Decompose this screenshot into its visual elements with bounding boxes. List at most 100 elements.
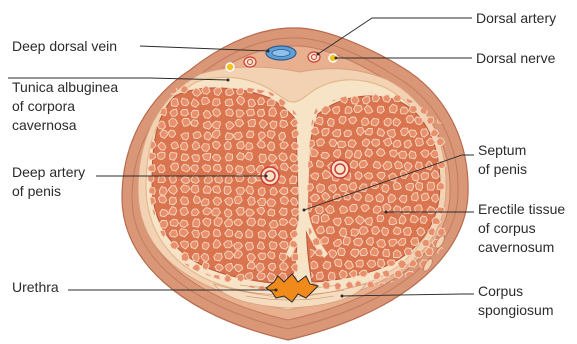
erectile-cell: [213, 164, 221, 171]
erectile-cell: [181, 109, 189, 116]
erectile-cell: [258, 231, 266, 239]
erectile-cell: [213, 186, 221, 194]
erectile-cell: [315, 206, 323, 214]
erectile-cell: [291, 142, 299, 149]
leader-dot: [385, 211, 388, 214]
erectile-cell: [350, 204, 358, 211]
dorsal-artery-left: [244, 57, 256, 67]
erectile-cell: [191, 110, 199, 118]
erectile-cell: [281, 163, 289, 171]
erectile-cell: [158, 176, 166, 183]
leader-dot: [275, 289, 278, 292]
leader-dot: [303, 209, 306, 212]
erectile-cell: [337, 141, 346, 148]
erectile-cell: [191, 176, 199, 184]
label-corpus-spongiosum-line2: spongiosum: [478, 302, 554, 318]
erectile-cell: [191, 120, 198, 127]
dorsal-nerve-left: [226, 63, 234, 71]
label-deep-artery-line2: of penis: [12, 183, 61, 199]
erectile-cell: [434, 283, 441, 291]
erectile-cell: [169, 197, 176, 205]
erectile-cell: [280, 110, 288, 117]
erectile-cell: [226, 89, 234, 96]
erectile-cell: [404, 248, 412, 256]
erectile-cell: [334, 259, 341, 267]
erectile-cell: [439, 271, 446, 280]
erectile-cell: [321, 214, 329, 222]
erectile-cell: [414, 205, 422, 213]
erectile-cell: [149, 187, 156, 195]
leader-dot: [341, 295, 344, 298]
erectile-cell: [345, 107, 352, 114]
erectile-cell: [382, 95, 390, 103]
deep-dorsal-vein: [266, 46, 296, 60]
erectile-cell: [279, 153, 288, 161]
label-dorsal-nerve: Dorsal nerve: [476, 50, 556, 66]
erectile-cell: [148, 76, 156, 84]
erectile-cell: [428, 228, 435, 236]
leader-dot: [227, 79, 230, 82]
erectile-cell: [421, 193, 429, 200]
erectile-cell: [148, 86, 155, 93]
erectile-cell: [181, 252, 189, 261]
label-septum-line1: Septum: [478, 142, 526, 158]
erectile-cell: [343, 237, 350, 246]
erectile-cell: [377, 240, 386, 248]
erectile-cell: [180, 197, 189, 205]
erectile-cell: [248, 119, 256, 126]
erectile-cell: [226, 165, 233, 173]
erectile-cell: [193, 219, 200, 227]
erectile-cell: [415, 162, 422, 170]
erectile-cell: [329, 139, 337, 146]
erectile-cell: [269, 242, 277, 250]
erectile-cell: [398, 151, 407, 159]
erectile-cell: [169, 230, 177, 237]
leader-dot: [317, 53, 320, 56]
erectile-cell: [246, 109, 254, 116]
erectile-cell: [257, 273, 266, 280]
erectile-cell: [409, 151, 416, 159]
erectile-cell: [312, 215, 319, 223]
erectile-cell: [338, 248, 346, 256]
erectile-cell: [245, 242, 253, 250]
label-deep-artery-line1: Deep artery: [12, 164, 85, 180]
erectile-cell: [181, 143, 188, 151]
erectile-cell: [247, 131, 254, 138]
erectile-cell: [415, 182, 422, 191]
label-dorsal-artery: Dorsal artery: [476, 10, 556, 26]
leader-dot: [267, 50, 270, 53]
label-erectile-tissue-line1: Erectile tissue: [478, 201, 565, 217]
erectile-cell: [403, 207, 411, 214]
erectile-cell: [292, 130, 299, 138]
label-urethra: Urethra: [12, 279, 59, 295]
erectile-cell: [344, 130, 352, 137]
erectile-cell: [224, 241, 233, 248]
erectile-cell: [415, 138, 423, 146]
erectile-cell: [427, 182, 434, 190]
erectile-cell: [235, 166, 243, 174]
erectile-cell: [158, 76, 166, 84]
erectile-cell: [158, 196, 166, 204]
erectile-cell: [280, 196, 288, 204]
deep-artery-right: [331, 160, 349, 178]
erectile-cell: [334, 282, 341, 290]
erectile-cell: [351, 96, 359, 104]
erectile-cell: [171, 99, 178, 107]
erectile-cell: [387, 260, 395, 267]
erectile-cell: [225, 99, 233, 106]
erectile-cell: [340, 206, 348, 213]
erectile-cell: [226, 109, 234, 117]
erectile-cell: [157, 152, 165, 159]
erectile-cell: [377, 215, 384, 222]
erectile-cell: [315, 117, 323, 125]
erectile-cell: [383, 249, 390, 257]
erectile-cell: [421, 172, 429, 179]
erectile-cell: [259, 154, 267, 163]
erectile-cell: [192, 254, 199, 262]
label-tunica-albuginea-line1: Tunica albuginea: [12, 79, 118, 95]
erectile-cell: [406, 183, 414, 191]
erectile-cell: [355, 151, 362, 159]
erectile-cell: [317, 184, 325, 193]
erectile-cell: [421, 282, 430, 290]
